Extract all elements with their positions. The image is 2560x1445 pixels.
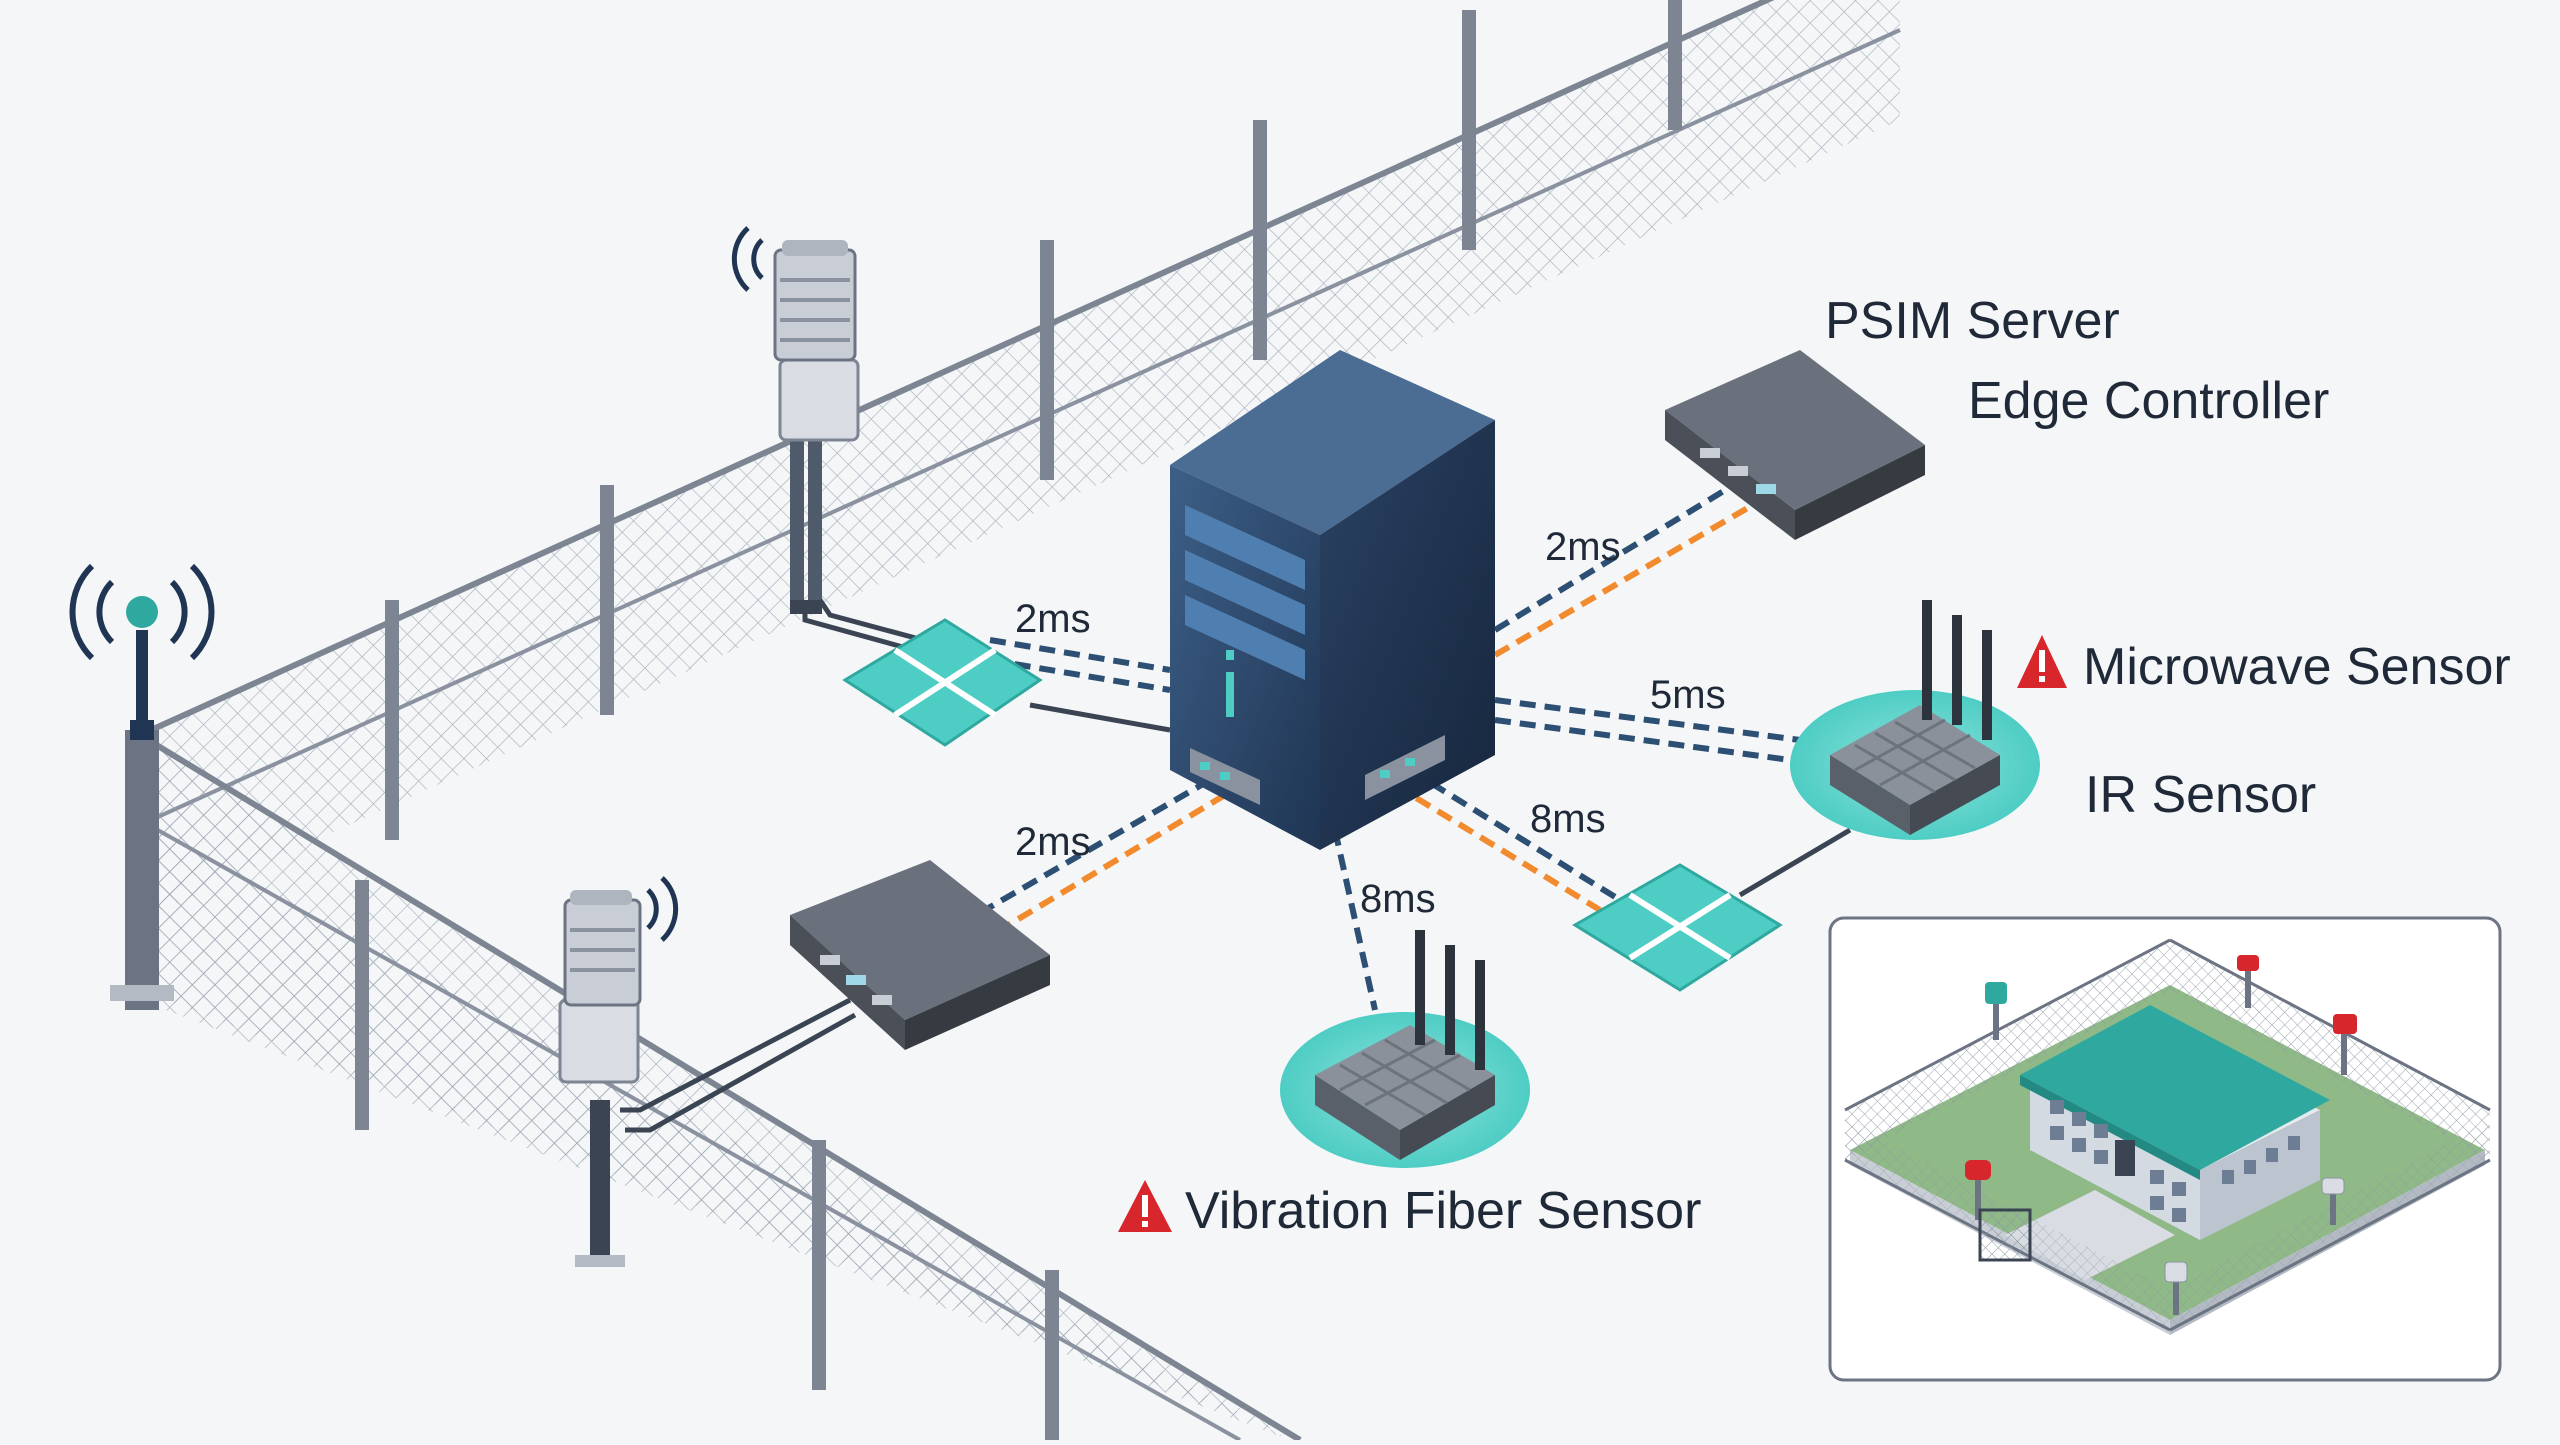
latency-ir: 8ms — [1530, 797, 1606, 841]
latency-bottom-left: 2ms — [1015, 820, 1091, 864]
fiber-junction-icon-left — [842, 618, 1043, 747]
vibration-sensor-device — [1280, 930, 1530, 1168]
label-edge-controller: Edge Controller — [1968, 372, 2329, 430]
perimeter-fence — [110, 0, 1901, 1443]
wireless-antenna-icon — [69, 563, 215, 740]
label-psim-server: PSIM Server — [1825, 292, 2120, 350]
latency-microwave: 5ms — [1650, 673, 1726, 717]
perimeter-beacon-icons — [1965, 955, 2357, 1315]
network-links — [620, 472, 1852, 1133]
label-microwave-sensor: Microwave Sensor — [2083, 638, 2511, 696]
facility-overview-icon — [1828, 916, 2502, 1382]
latency-vibration: 8ms — [1360, 877, 1436, 921]
label-ir-sensor: IR Sensor — [2085, 766, 2316, 824]
component-labels: PSIM Server Edge Controller Microwave Se… — [1118, 292, 2511, 1240]
sensor-camera-icon-bottom — [558, 876, 679, 1267]
fiber-junction-icon-right — [1572, 863, 1783, 992]
server-tower-icon — [1170, 350, 1495, 850]
latency-top-left: 2ms — [1015, 597, 1091, 641]
network-switch-icon-edge — [1665, 350, 1925, 540]
microwave-sensor-device — [1790, 600, 2040, 840]
warning-triangle-icon-vibration — [1118, 1180, 1172, 1232]
label-vibration-fiber-sensor: Vibration Fiber Sensor — [1185, 1182, 1701, 1240]
network-switch-icon-left — [790, 860, 1050, 1050]
latency-labels: 2ms 2ms 2ms 5ms 8ms 8ms — [1015, 525, 1726, 921]
latency-edge-controller: 2ms — [1545, 525, 1621, 569]
sensor-camera-icon-top — [731, 226, 860, 614]
warning-triangle-icon-microwave — [2017, 635, 2067, 688]
